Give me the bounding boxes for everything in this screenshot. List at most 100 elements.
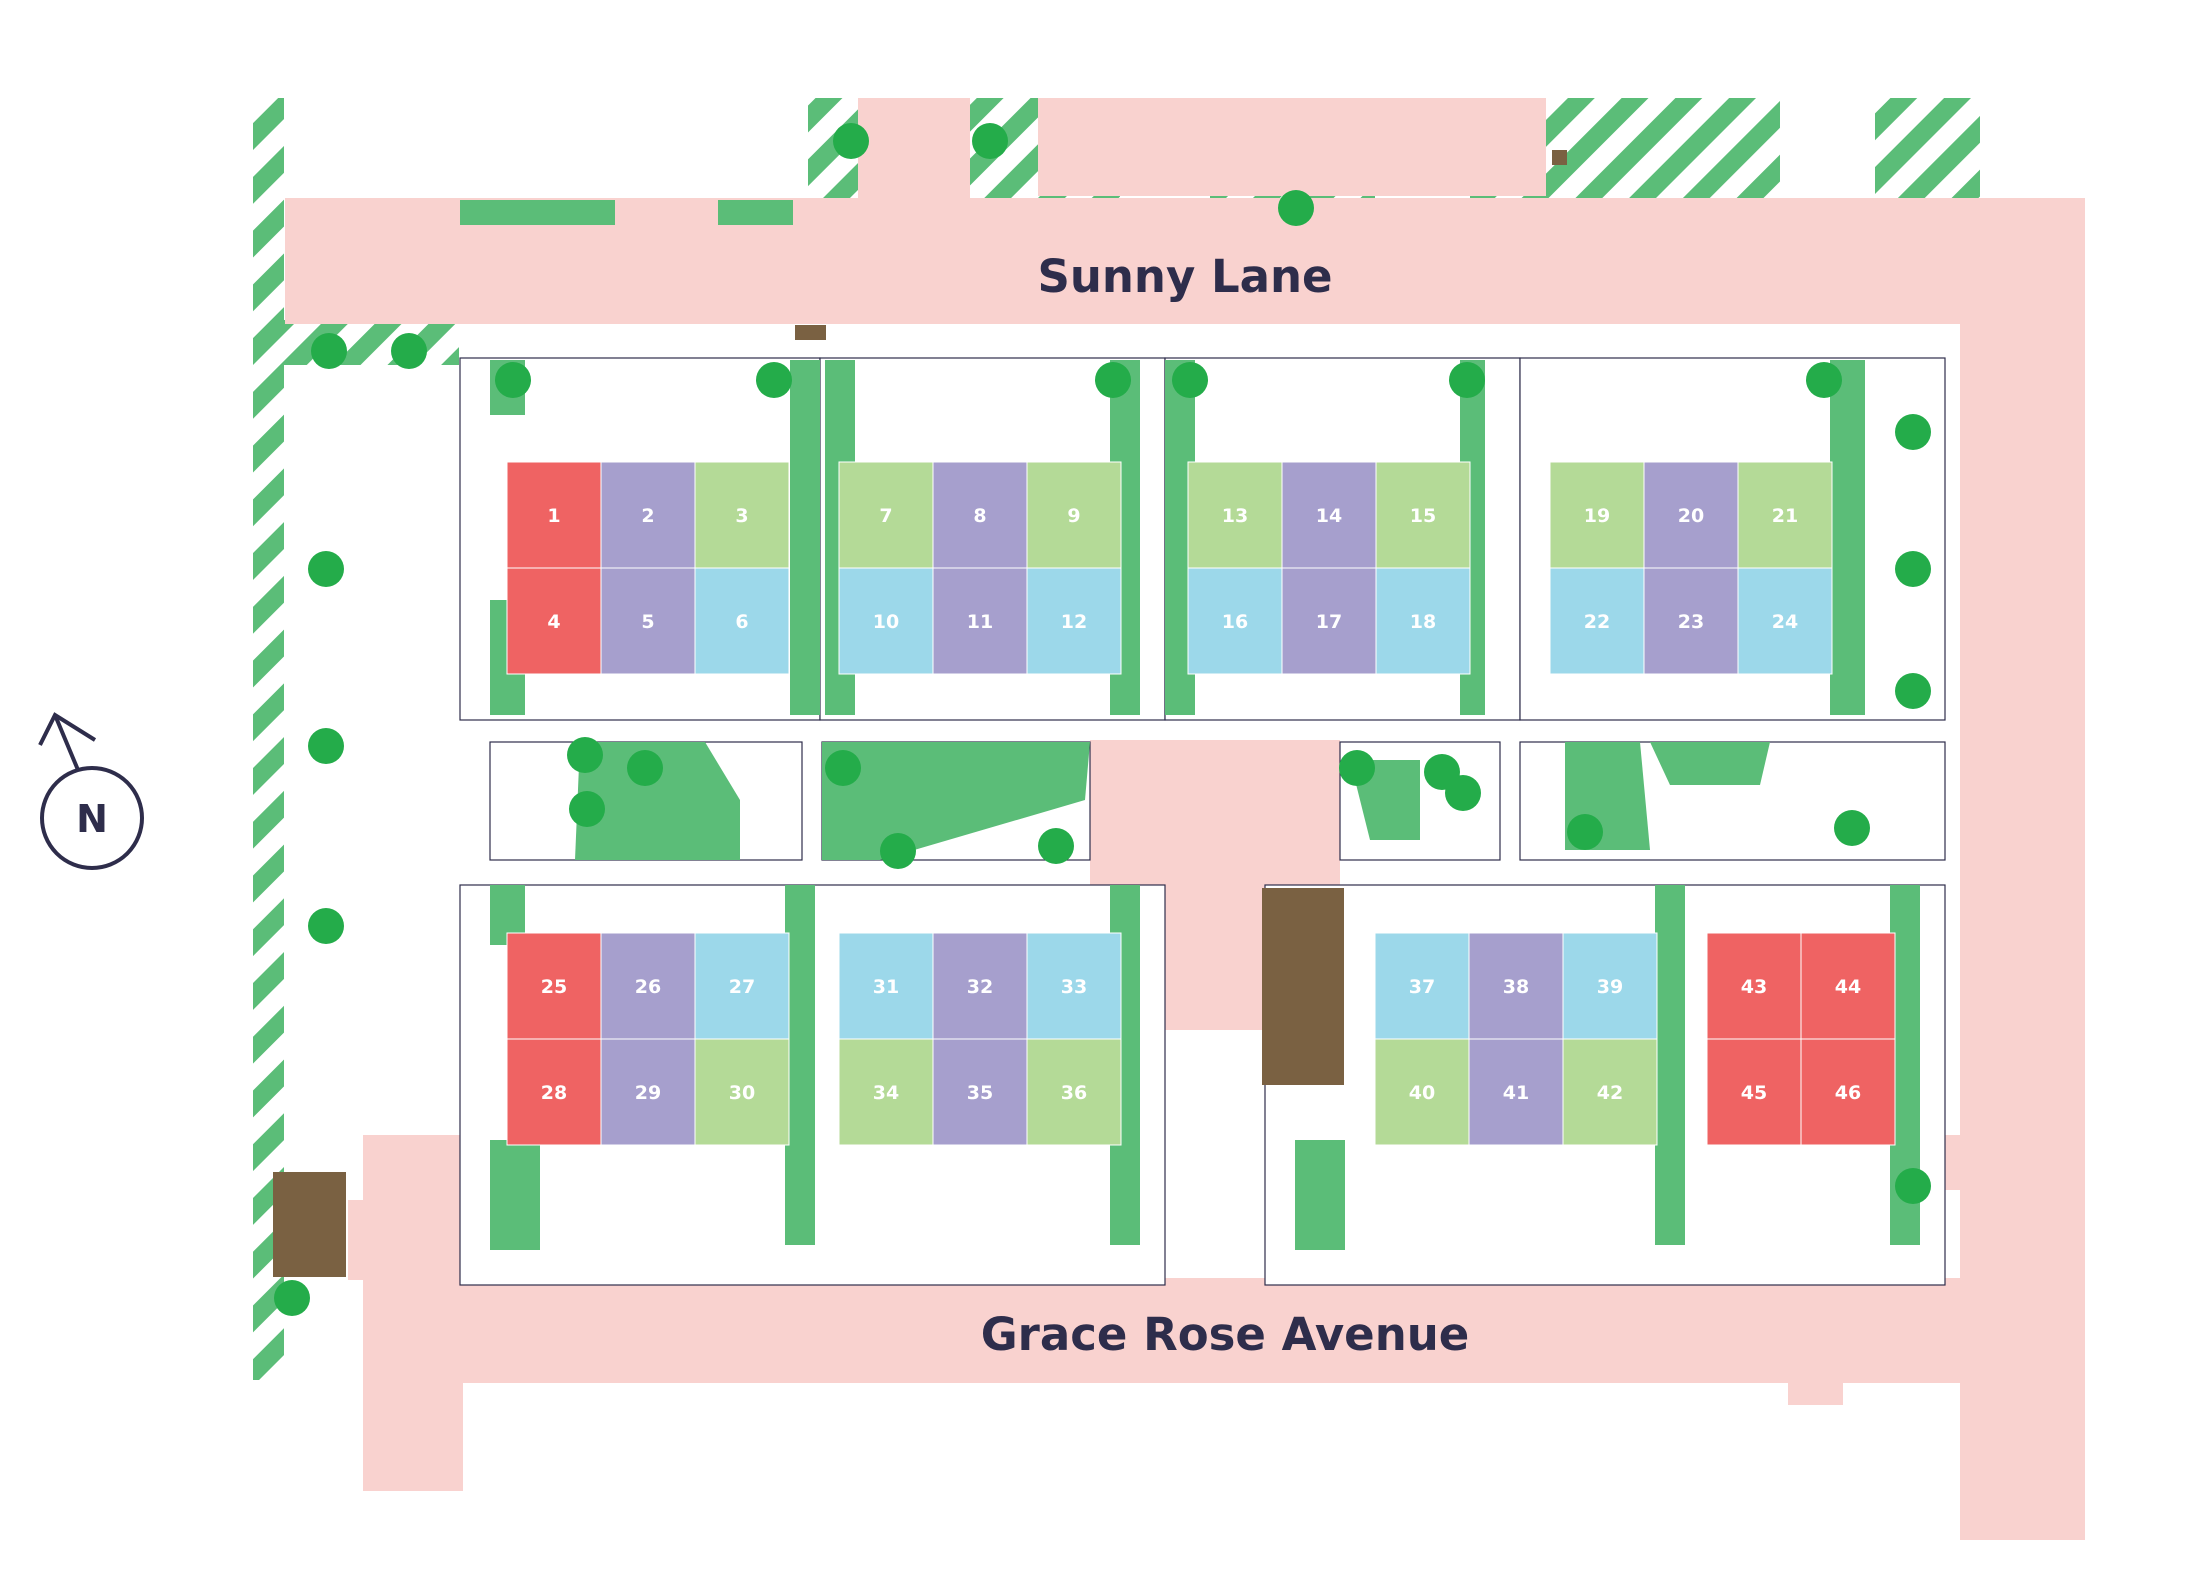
plot-8-shape[interactable] <box>932 461 1028 569</box>
plot-32[interactable]: 32 <box>932 932 1028 1040</box>
plot-43[interactable]: 43 <box>1706 932 1802 1040</box>
plot-44[interactable]: 44 <box>1800 932 1896 1040</box>
plot-38-shape[interactable] <box>1468 932 1564 1040</box>
plot-15[interactable]: 15 <box>1375 461 1471 569</box>
plot-33-shape[interactable] <box>1026 932 1122 1040</box>
plot-35-shape[interactable] <box>932 1038 1028 1146</box>
plot-31-shape[interactable] <box>838 932 934 1040</box>
plot-32-shape[interactable] <box>932 932 1028 1040</box>
plot-30-shape[interactable] <box>694 1038 790 1146</box>
plot-23-shape[interactable] <box>1643 567 1739 675</box>
plot-26-shape[interactable] <box>600 932 696 1040</box>
plot-37-shape[interactable] <box>1374 932 1470 1040</box>
plot-29[interactable]: 29 <box>600 1038 696 1146</box>
plot-17[interactable]: 17 <box>1281 567 1377 675</box>
plot-45-shape[interactable] <box>1706 1038 1802 1146</box>
plot-10[interactable]: 10 <box>838 567 934 675</box>
plot-1[interactable]: 1 <box>506 461 602 569</box>
plot-17-shape[interactable] <box>1281 567 1377 675</box>
plot-5-shape[interactable] <box>600 567 696 675</box>
plot-26[interactable]: 26 <box>600 932 696 1040</box>
plot-12-shape[interactable] <box>1026 567 1122 675</box>
plot-31[interactable]: 31 <box>838 932 934 1040</box>
plot-43-shape[interactable] <box>1706 932 1802 1040</box>
plot-41[interactable]: 41 <box>1468 1038 1564 1146</box>
plot-13-shape[interactable] <box>1187 461 1283 569</box>
plot-36[interactable]: 36 <box>1026 1038 1122 1146</box>
plot-14[interactable]: 14 <box>1281 461 1377 569</box>
plot-19[interactable]: 19 <box>1549 461 1645 569</box>
plot-21-shape[interactable] <box>1737 461 1833 569</box>
plot-16[interactable]: 16 <box>1187 567 1283 675</box>
plot-46[interactable]: 46 <box>1800 1038 1896 1146</box>
plot-39[interactable]: 39 <box>1562 932 1658 1040</box>
plot-39-shape[interactable] <box>1562 932 1658 1040</box>
plot-11-shape[interactable] <box>932 567 1028 675</box>
plot-42-shape[interactable] <box>1562 1038 1658 1146</box>
plot-6[interactable]: 6 <box>694 567 790 675</box>
plot-4[interactable]: 4 <box>506 567 602 675</box>
plot-34-shape[interactable] <box>838 1038 934 1146</box>
plot-3[interactable]: 3 <box>694 461 790 569</box>
plot-27[interactable]: 27 <box>694 932 790 1040</box>
plot-18-shape[interactable] <box>1375 567 1471 675</box>
plot-31-label: 31 <box>873 976 899 998</box>
plot-8[interactable]: 8 <box>932 461 1028 569</box>
plot-20-shape[interactable] <box>1643 461 1739 569</box>
plot-40[interactable]: 40 <box>1374 1038 1470 1146</box>
northwest-hatched-verge <box>284 320 459 365</box>
plot-1-shape[interactable] <box>506 461 602 569</box>
plot-34[interactable]: 34 <box>838 1038 934 1146</box>
plot-43-label: 43 <box>1741 976 1767 998</box>
plot-7-shape[interactable] <box>838 461 934 569</box>
plot-5[interactable]: 5 <box>600 567 696 675</box>
plot-42[interactable]: 42 <box>1562 1038 1658 1146</box>
plot-24-shape[interactable] <box>1737 567 1833 675</box>
plot-46-shape[interactable] <box>1800 1038 1896 1146</box>
plot-10-shape[interactable] <box>838 567 934 675</box>
plot-4-shape[interactable] <box>506 567 602 675</box>
plot-9-shape[interactable] <box>1026 461 1122 569</box>
plot-1-label: 1 <box>547 505 560 527</box>
trees <box>274 123 1931 1316</box>
plot-4-label: 4 <box>547 611 560 633</box>
plot-11[interactable]: 11 <box>932 567 1028 675</box>
plot-41-shape[interactable] <box>1468 1038 1564 1146</box>
plot-28-shape[interactable] <box>506 1038 602 1146</box>
plot-36-shape[interactable] <box>1026 1038 1122 1146</box>
plot-28[interactable]: 28 <box>506 1038 602 1146</box>
plot-44-shape[interactable] <box>1800 932 1896 1040</box>
plot-45[interactable]: 45 <box>1706 1038 1802 1146</box>
plot-25-shape[interactable] <box>506 932 602 1040</box>
plot-21[interactable]: 21 <box>1737 461 1833 569</box>
plot-22-label: 22 <box>1584 611 1610 633</box>
plot-16-shape[interactable] <box>1187 567 1283 675</box>
plot-14-shape[interactable] <box>1281 461 1377 569</box>
plot-18[interactable]: 18 <box>1375 567 1471 675</box>
plot-9[interactable]: 9 <box>1026 461 1122 569</box>
plot-33[interactable]: 33 <box>1026 932 1122 1040</box>
plot-37[interactable]: 37 <box>1374 932 1470 1040</box>
plot-7[interactable]: 7 <box>838 461 934 569</box>
plot-29-shape[interactable] <box>600 1038 696 1146</box>
tree-icon <box>972 123 1008 159</box>
plot-22-shape[interactable] <box>1549 567 1645 675</box>
plot-24[interactable]: 24 <box>1737 567 1833 675</box>
plot-15-shape[interactable] <box>1375 461 1471 569</box>
plot-35[interactable]: 35 <box>932 1038 1028 1146</box>
plot-30[interactable]: 30 <box>694 1038 790 1146</box>
plot-12[interactable]: 12 <box>1026 567 1122 675</box>
plot-20[interactable]: 20 <box>1643 461 1739 569</box>
plot-38[interactable]: 38 <box>1468 932 1564 1040</box>
plot-25[interactable]: 25 <box>506 932 602 1040</box>
plot-22[interactable]: 22 <box>1549 567 1645 675</box>
plot-19-shape[interactable] <box>1549 461 1645 569</box>
bin-store-building <box>273 1172 346 1277</box>
plot-13[interactable]: 13 <box>1187 461 1283 569</box>
plot-2[interactable]: 2 <box>600 461 696 569</box>
plot-3-shape[interactable] <box>694 461 790 569</box>
green-strip <box>1655 885 1685 1245</box>
plot-23[interactable]: 23 <box>1643 567 1739 675</box>
plot-9-label: 9 <box>1067 505 1080 527</box>
plot-6-shape[interactable] <box>694 567 790 675</box>
